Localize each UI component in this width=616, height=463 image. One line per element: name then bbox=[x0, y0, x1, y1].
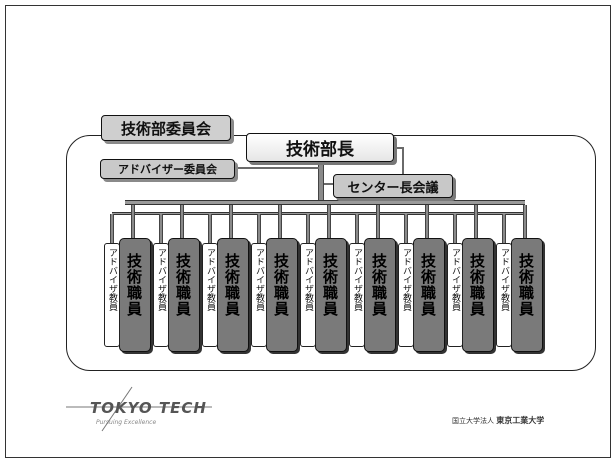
tech-staff-box: 技術職員 bbox=[168, 238, 200, 352]
staff-connector bbox=[474, 205, 478, 239]
tech-staff-box: 技術職員 bbox=[413, 238, 445, 352]
advisory-connector bbox=[231, 167, 319, 169]
staff-connector bbox=[278, 205, 282, 239]
advisor-faculty-box: アドバイザ教員 bbox=[300, 243, 316, 347]
advisor-faculty-box: アドバイザ教員 bbox=[349, 243, 365, 347]
advisor-faculty-label: アドバイザ教員 bbox=[352, 248, 362, 311]
staff-unit: 技術職員アドバイザ教員 bbox=[349, 238, 399, 354]
advisor-connector bbox=[306, 214, 310, 244]
staff-connector bbox=[376, 205, 380, 239]
university-title: 東京工業大学 bbox=[496, 416, 545, 425]
staff-connector bbox=[327, 205, 331, 239]
advisor-connector bbox=[257, 214, 261, 244]
advisor-faculty-label: アドバイザ教員 bbox=[401, 248, 411, 311]
tech-staff-box: 技術職員 bbox=[462, 238, 494, 352]
advisor-faculty-box: アドバイザ教員 bbox=[251, 243, 267, 347]
tech-dept-committee-box: 技術部委員会 bbox=[101, 115, 231, 141]
tech-staff-label: 技術職員 bbox=[174, 253, 192, 317]
staff-unit: 技術職員アドバイザ教員 bbox=[496, 238, 546, 354]
advisor-connector bbox=[502, 214, 506, 244]
tech-staff-label: 技術職員 bbox=[272, 253, 290, 317]
director-committee-connector bbox=[392, 147, 404, 149]
staff-connector bbox=[229, 205, 233, 239]
tech-staff-box: 技術職員 bbox=[511, 238, 543, 352]
staff-connector bbox=[523, 205, 527, 239]
advisor-faculty-box: アドバイザ教員 bbox=[153, 243, 169, 347]
tech-staff-label: 技術職員 bbox=[468, 253, 486, 317]
main-bus bbox=[125, 200, 525, 205]
tech-staff-label: 技術職員 bbox=[517, 253, 535, 317]
staff-unit: 技術職員アドバイザ教員 bbox=[447, 238, 497, 354]
tech-staff-label: 技術職員 bbox=[321, 253, 339, 317]
tech-staff-box: 技術職員 bbox=[217, 238, 249, 352]
center-directors-meeting-box: センター長会議 bbox=[333, 174, 453, 198]
logo-text: TOKYO TECH bbox=[90, 399, 207, 417]
advisor-connector bbox=[453, 214, 457, 244]
director-stem bbox=[318, 162, 324, 200]
advisor-faculty-label: アドバイザ教員 bbox=[205, 248, 215, 311]
tech-dept-director-box: 技術部長 bbox=[246, 133, 394, 162]
advisor-connector bbox=[404, 214, 408, 244]
advisor-faculty-label: アドバイザ教員 bbox=[107, 248, 117, 311]
advisor-faculty-label: アドバイザ教員 bbox=[499, 248, 509, 311]
staff-connector bbox=[425, 205, 429, 239]
advisor-faculty-box: アドバイザ教員 bbox=[398, 243, 414, 347]
university-name: 国立大学法人 東京工業大学 bbox=[452, 415, 544, 426]
tech-staff-label: 技術職員 bbox=[419, 253, 437, 317]
staff-unit: 技術職員アドバイザ教員 bbox=[153, 238, 203, 354]
staff-unit: 技術職員アドバイザ教員 bbox=[202, 238, 252, 354]
staff-unit: 技術職員アドバイザ教員 bbox=[398, 238, 448, 354]
tech-staff-label: 技術職員 bbox=[370, 253, 388, 317]
advisor-faculty-box: アドバイザ教員 bbox=[104, 243, 120, 347]
advisor-connector bbox=[208, 214, 212, 244]
advisor-connector bbox=[159, 214, 163, 244]
staff-connector bbox=[131, 205, 135, 239]
advisory-committee-box: アドバイザー委員会 bbox=[100, 159, 235, 179]
advisor-faculty-box: アドバイザ教員 bbox=[496, 243, 512, 347]
tech-staff-box: 技術職員 bbox=[119, 238, 151, 352]
advisor-connector bbox=[355, 214, 359, 244]
tokyo-tech-logo: TOKYO TECH Pursuing Excellence bbox=[62, 385, 222, 435]
logo-swoosh-icon bbox=[66, 386, 212, 432]
staff-connector bbox=[180, 205, 184, 239]
tech-staff-box: 技術職員 bbox=[266, 238, 298, 352]
university-prefix: 国立大学法人 bbox=[452, 417, 494, 425]
advisor-connector bbox=[110, 214, 114, 244]
tech-staff-box: 技術職員 bbox=[364, 238, 396, 352]
tech-staff-box: 技術職員 bbox=[315, 238, 347, 352]
tech-staff-label: 技術職員 bbox=[223, 253, 241, 317]
advisor-faculty-label: アドバイザ教員 bbox=[156, 248, 166, 311]
logo-tagline: Pursuing Excellence bbox=[96, 419, 157, 426]
advisor-faculty-box: アドバイザ教員 bbox=[447, 243, 463, 347]
advisor-faculty-label: アドバイザ教員 bbox=[303, 248, 313, 311]
tech-staff-label: 技術職員 bbox=[125, 253, 143, 317]
staff-unit: 技術職員アドバイザ教員 bbox=[251, 238, 301, 354]
advisor-faculty-label: アドバイザ教員 bbox=[450, 248, 460, 311]
center-connector bbox=[324, 183, 334, 185]
director-committee-vertical bbox=[402, 147, 404, 175]
staff-unit: 技術職員アドバイザ教員 bbox=[300, 238, 350, 354]
staff-unit: 技術職員アドバイザ教員 bbox=[104, 238, 154, 354]
advisor-faculty-box: アドバイザ教員 bbox=[202, 243, 218, 347]
lower-bus bbox=[112, 212, 524, 215]
advisor-faculty-label: アドバイザ教員 bbox=[254, 248, 264, 311]
